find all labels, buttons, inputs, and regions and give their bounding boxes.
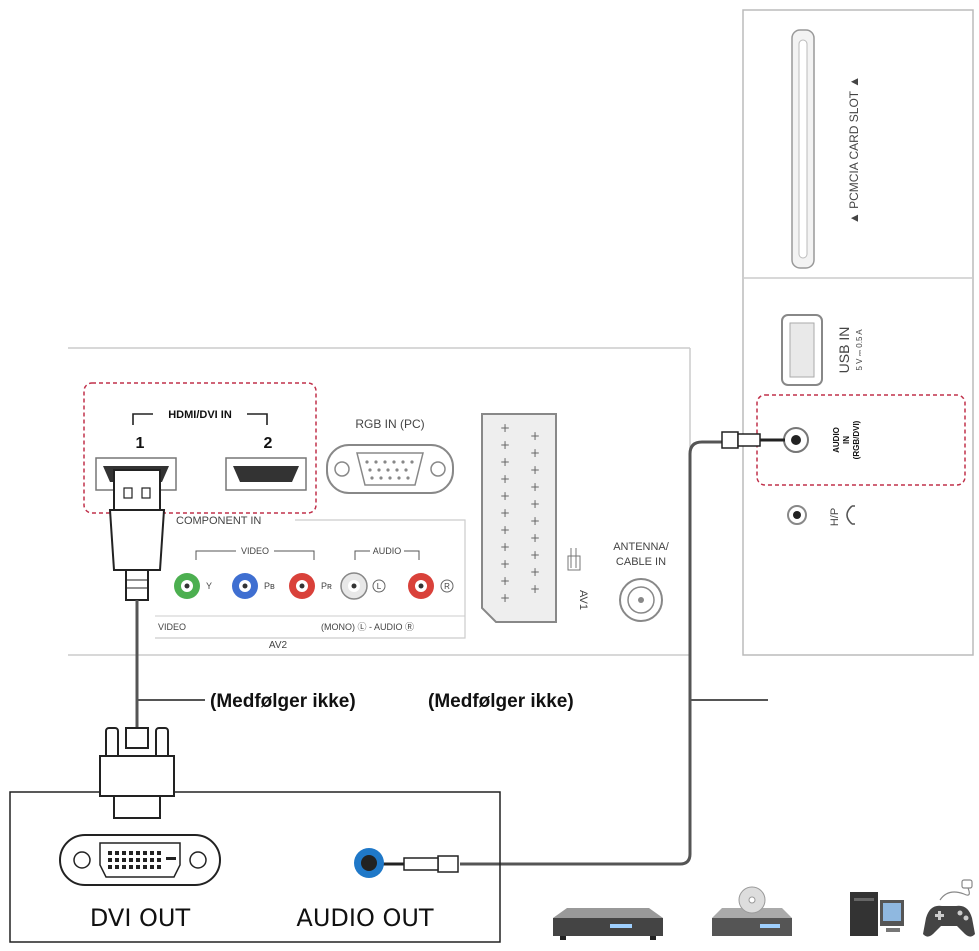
- svg-text:+: +: [530, 514, 540, 528]
- pb-label: Pʙ: [264, 581, 275, 591]
- component-y-port: [174, 573, 200, 599]
- audio-l-port: [340, 572, 368, 600]
- cable-note-right: (Medfølger ikke): [428, 691, 574, 712]
- hdmi-port-2: [225, 457, 307, 491]
- antenna-port: [619, 578, 663, 622]
- audio-in-label: AUDIO IN (RGB/DVI): [832, 420, 861, 459]
- av2-label: AV2: [269, 640, 288, 651]
- svg-text:IN: IN: [842, 436, 851, 444]
- set-top-box-icon: [553, 908, 663, 940]
- pr-label: Pʀ: [321, 581, 332, 591]
- svg-text:+: +: [530, 548, 540, 562]
- hp-label: H/P: [829, 508, 841, 526]
- svg-text:+: +: [500, 472, 510, 486]
- audio-out-jack: [354, 848, 384, 878]
- av1-label: AV1: [577, 590, 589, 610]
- svg-text:+: +: [530, 531, 540, 545]
- svg-text:+: +: [530, 582, 540, 596]
- antenna-label-2: CABLE IN: [616, 556, 666, 568]
- svg-text:+: +: [530, 565, 540, 579]
- tv-rear-panel: HDMI/DVI IN 1 2 RGB IN (PC) COMPONENT IN: [68, 347, 691, 656]
- svg-text:+: +: [530, 463, 540, 477]
- scart-port: + + + + + + + + + + + + + + + + + + + + +: [481, 413, 557, 623]
- game-console-icon: [923, 879, 975, 937]
- audio-out-label: AUDIO OUT: [296, 904, 434, 932]
- dvi-out-port: [59, 834, 221, 886]
- hdmi-highlight: [83, 382, 317, 514]
- svg-text:+: +: [500, 506, 510, 520]
- mono-audio-label: (MONO) Ⓛ - AUDIO Ⓡ: [321, 622, 414, 632]
- hdmi-port-1-label: 1: [136, 435, 145, 452]
- headphone-icon: [846, 505, 855, 525]
- svg-text:+: +: [500, 540, 510, 554]
- rgb-port: [326, 444, 454, 494]
- svg-text:+: +: [500, 591, 510, 605]
- svg-text:+: +: [500, 557, 510, 571]
- dvi-out-label: DVI OUT: [90, 904, 191, 932]
- svg-text:(RGB/DVI): (RGB/DVI): [852, 420, 861, 459]
- svg-text:+: +: [500, 523, 510, 537]
- hdmi-port-2-label: 2: [264, 435, 273, 452]
- scart-icon: [567, 548, 581, 571]
- usb-label: USB IN: [836, 327, 852, 374]
- svg-text:+: +: [500, 421, 510, 435]
- source-device-panel: DVI OUT AUDIO OUT: [9, 791, 501, 943]
- svg-text:+: +: [530, 480, 540, 494]
- usb-rating: 5 V ⎓ 0.5 A: [855, 329, 864, 371]
- dvd-player-icon: [712, 886, 792, 936]
- pcmcia-label: ▲ PCMCIA CARD SLOT ▲: [847, 76, 861, 224]
- hdmi-title: HDMI/DVI IN: [168, 409, 232, 421]
- antenna-label-1: ANTENNA/: [613, 541, 670, 553]
- svg-text:+: +: [500, 438, 510, 452]
- component-label: COMPONENT IN: [176, 515, 261, 527]
- audio-r-port: [408, 573, 434, 599]
- component-pr-port: [289, 573, 315, 599]
- svg-text:AUDIO: AUDIO: [832, 427, 841, 453]
- svg-text:+: +: [500, 455, 510, 469]
- svg-text:+: +: [530, 429, 540, 443]
- r-label: R: [444, 582, 450, 591]
- svg-text:+: +: [500, 489, 510, 503]
- video-bottom-label: VIDEO: [158, 622, 186, 632]
- pc-icon: [850, 892, 904, 936]
- rgb-label: RGB IN (PC): [355, 417, 424, 431]
- svg-text:+: +: [530, 446, 540, 460]
- audio-group-label: AUDIO: [373, 546, 402, 556]
- l-label: L: [377, 582, 382, 591]
- svg-text:+: +: [530, 497, 540, 511]
- svg-text:+: +: [500, 574, 510, 588]
- tv-side-panel: ▲ PCMCIA CARD SLOT ▲ USB IN 5 V ⎓ 0.5 A …: [742, 9, 974, 656]
- hdmi-dvi-cable: [99, 469, 175, 819]
- video-group-label: VIDEO: [241, 546, 269, 556]
- component-pb-port: [232, 573, 258, 599]
- y-label: Y: [206, 581, 212, 591]
- audio-cable: [378, 431, 785, 873]
- cable-note-left: (Medfølger ikke): [210, 691, 356, 712]
